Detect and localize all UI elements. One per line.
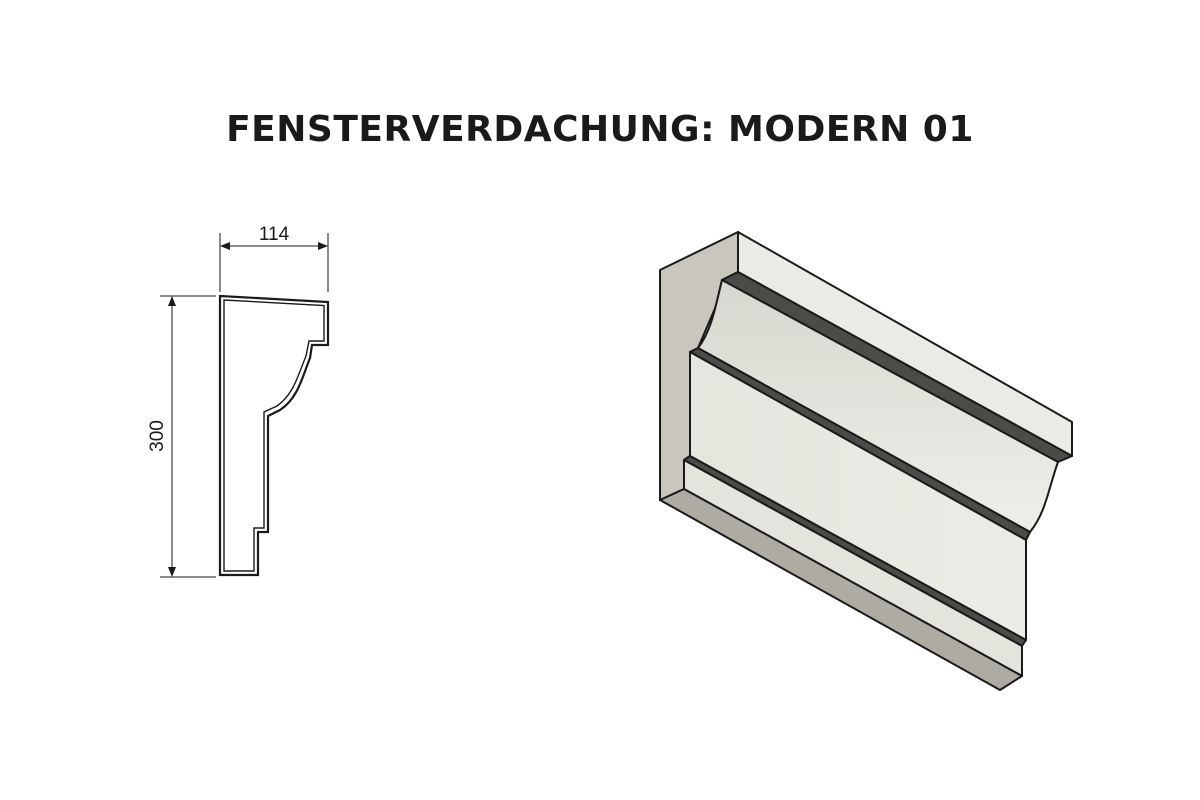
height-dimension-label: 300 <box>147 420 168 452</box>
height-dimension: 300 <box>147 295 216 578</box>
page-title: FENSTERVERDACHUNG: MODERN 01 <box>226 109 974 150</box>
profile-outline <box>218 294 330 577</box>
profile-section: 114 300 <box>147 224 330 578</box>
moulding-bottom-face <box>659 488 1023 691</box>
moulding-3d-view <box>659 231 1073 691</box>
width-dimension: 114 <box>219 224 329 292</box>
width-dimension-label: 114 <box>259 224 290 245</box>
